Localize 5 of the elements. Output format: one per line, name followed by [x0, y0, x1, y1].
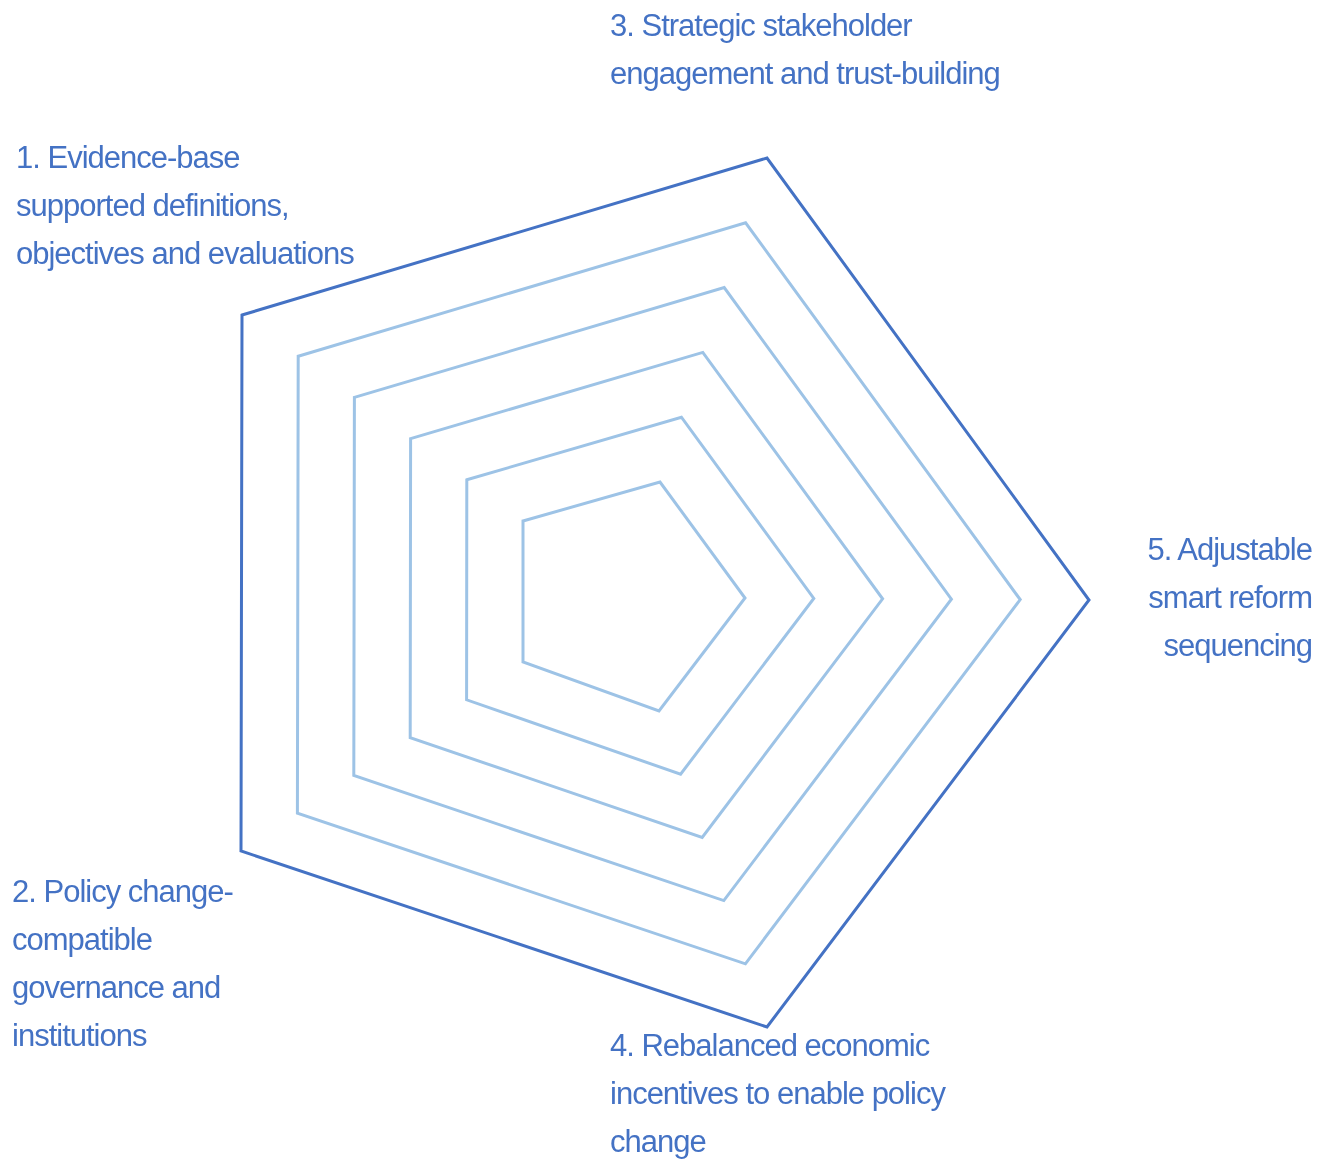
axis-label: 1. Evidence-base supported definitions, objectives and evaluations	[16, 139, 355, 273]
axis-label: 4. Rebalanced economic incentives to enable policy change	[610, 1027, 947, 1161]
axis-label: 5. Adjustable smart reform sequencing	[1146, 531, 1312, 665]
axis-label: 3. Strategic stakeholder engagement and trust-building	[610, 7, 1001, 93]
axis-label: 2. Policy change-compatible governance and institutions	[12, 873, 234, 1055]
